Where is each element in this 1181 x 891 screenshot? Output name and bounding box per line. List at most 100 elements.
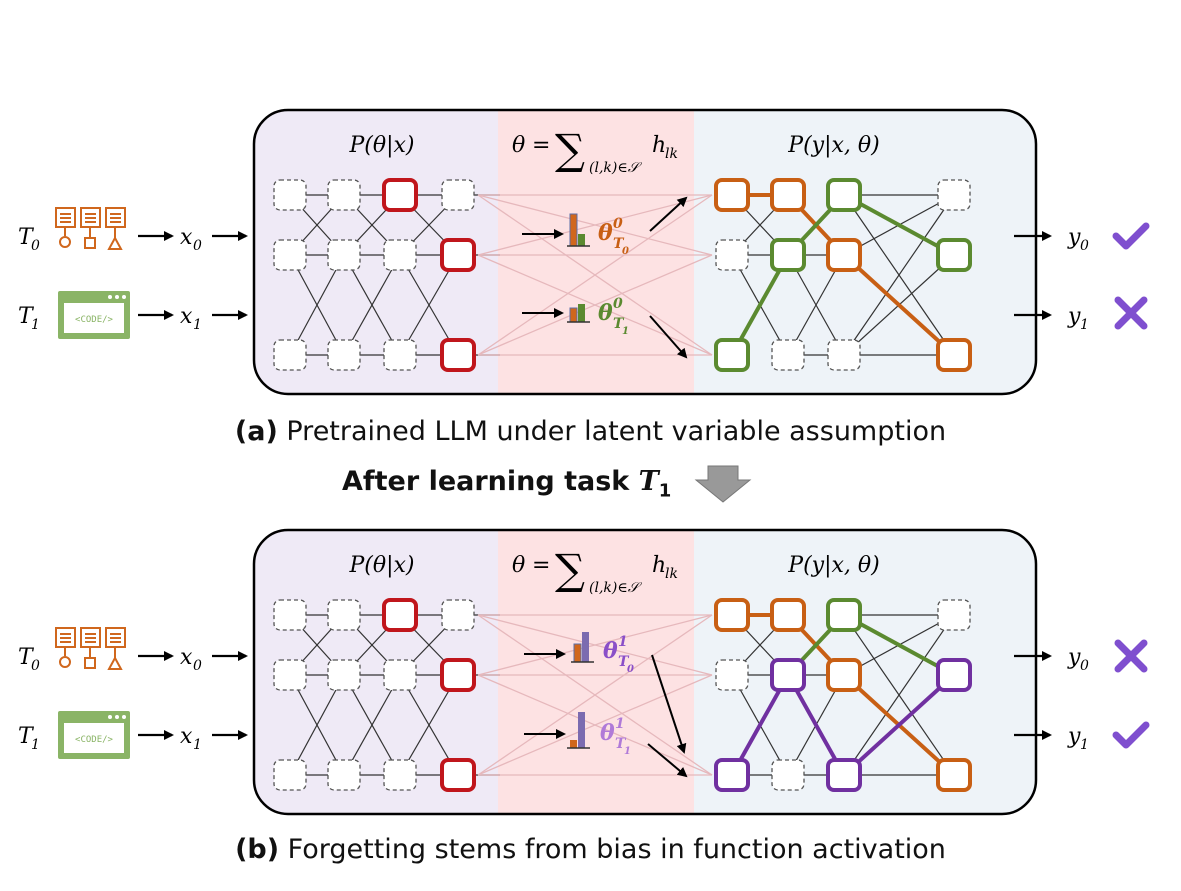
svg-text:x: x	[180, 645, 193, 670]
svg-text:T: T	[618, 654, 630, 670]
svg-text:x: x	[180, 225, 193, 250]
svg-text:0: 0	[1080, 238, 1089, 254]
svg-text:1: 1	[193, 737, 202, 753]
middle-region	[498, 110, 694, 394]
svg-text:θ: θ	[598, 220, 613, 246]
svg-text:1: 1	[615, 716, 625, 732]
svg-text:1: 1	[622, 326, 629, 337]
down-arrow-icon	[694, 465, 752, 503]
input-arrows	[138, 651, 248, 740]
theta-top-bar-icon	[567, 213, 590, 247]
label-sum-formula: θ = ∑ (l,k)∈𝒮 h lk	[512, 545, 678, 596]
right-orange-nodes	[714, 178, 972, 372]
middle-faint-edges	[477, 194, 713, 356]
caption-b: (b) Forgetting stems from bias in functi…	[235, 834, 946, 865]
right-region	[694, 530, 1036, 814]
check-icon	[1112, 721, 1150, 749]
panel-border	[252, 108, 1038, 396]
task-code-icon: <CODE/>	[58, 291, 130, 339]
svg-text:θ: θ	[598, 300, 613, 326]
task-flowchart-icon	[55, 627, 126, 670]
svg-text:0: 0	[193, 238, 202, 254]
svg-text:T: T	[18, 304, 35, 329]
svg-text:lk: lk	[665, 146, 678, 162]
left-active-nodes	[382, 178, 476, 372]
theta-top-bar-icon	[571, 632, 594, 663]
label-sum-formula: θ = ∑ (l,k)∈𝒮 h lk	[512, 125, 678, 176]
theta-bottom-label: θ 1 T 1	[600, 716, 631, 757]
cross-icon	[1114, 296, 1148, 330]
svg-text:y: y	[1067, 724, 1081, 749]
svg-text:θ: θ	[512, 553, 525, 578]
svg-text:0: 0	[31, 238, 40, 254]
right-dashed-nodes	[715, 599, 971, 791]
check-icon	[1112, 222, 1150, 250]
svg-text:0: 0	[627, 664, 634, 675]
theta-top-label: θ 1 T 0	[603, 634, 634, 675]
svg-text:h: h	[652, 553, 666, 578]
svg-text:θ: θ	[603, 638, 618, 664]
svg-text:0: 0	[1080, 658, 1089, 674]
svg-text:0: 0	[613, 216, 623, 232]
label-p-y-x-theta: P(y|x, θ)	[787, 133, 879, 158]
middle-region	[498, 530, 694, 814]
svg-text:0: 0	[31, 658, 40, 674]
svg-text:θ: θ	[600, 720, 615, 746]
svg-text:∑: ∑	[555, 545, 585, 594]
svg-text:lk: lk	[665, 566, 678, 582]
svg-text:x: x	[180, 304, 193, 329]
svg-text:1: 1	[1080, 737, 1089, 753]
svg-text:=: =	[532, 553, 550, 578]
label-p-theta-x: P(θ|x)	[348, 553, 414, 578]
svg-text:∑: ∑	[555, 125, 585, 174]
svg-text:1: 1	[1080, 317, 1089, 333]
svg-text:T: T	[18, 225, 35, 250]
right-dashed-nodes	[715, 179, 971, 371]
theta-bottom-label: θ 0 T 1	[598, 296, 629, 337]
output-arrows	[1014, 231, 1052, 320]
svg-text:θ: θ	[512, 133, 525, 158]
svg-text:y: y	[1067, 304, 1081, 329]
svg-text:(l,k)∈𝒮: (l,k)∈𝒮	[589, 160, 643, 176]
svg-text:1: 1	[618, 634, 628, 650]
svg-text:1: 1	[31, 737, 40, 753]
svg-text:1: 1	[624, 746, 631, 757]
theta-top-label: θ 0 T 0	[598, 216, 629, 257]
panel-border	[252, 528, 1038, 816]
right-orange-nodes	[714, 598, 972, 792]
label-p-y-x-theta: P(y|x, θ)	[787, 553, 879, 578]
svg-text:1: 1	[31, 317, 40, 333]
svg-text:(l,k)∈𝒮: (l,k)∈𝒮	[589, 580, 643, 596]
label-p-theta-x: P(θ|x)	[348, 133, 414, 158]
svg-text:y: y	[1067, 225, 1081, 250]
svg-text:0: 0	[613, 296, 623, 312]
svg-text:h: h	[652, 133, 666, 158]
output-arrows	[1014, 651, 1052, 740]
svg-text:T: T	[613, 236, 625, 252]
panel-b: P(θ|x) θ = ∑ (l,k)∈𝒮 h lk P(y|x, θ)	[18, 528, 1150, 816]
svg-text:<CODE/>: <CODE/>	[75, 315, 114, 325]
left-nodes	[273, 179, 475, 371]
middle-faint-edges	[477, 614, 713, 776]
svg-text:T: T	[18, 645, 35, 670]
svg-text:T: T	[613, 316, 625, 332]
right-region	[694, 110, 1036, 394]
svg-text:T: T	[615, 736, 627, 752]
theta-bottom-bar-icon	[567, 712, 590, 749]
right-green-nodes	[714, 178, 972, 372]
after-learning-label: After learning task T1	[342, 466, 672, 502]
right-green-nodes	[826, 598, 862, 632]
caption-a: (a) Pretrained LLM under latent variable…	[234, 416, 947, 447]
left-nodes	[273, 599, 475, 791]
panel-a: P(θ|x) θ = ∑ (l,k)∈𝒮 h lk P(y|x, θ)	[18, 108, 1150, 396]
svg-text:1: 1	[193, 317, 202, 333]
internal-arrows	[524, 649, 688, 778]
svg-text:y: y	[1067, 645, 1081, 670]
svg-text:0: 0	[193, 658, 202, 674]
theta-bottom-bar-icon	[567, 304, 590, 323]
task-code-icon: <CODE/>	[58, 711, 130, 759]
